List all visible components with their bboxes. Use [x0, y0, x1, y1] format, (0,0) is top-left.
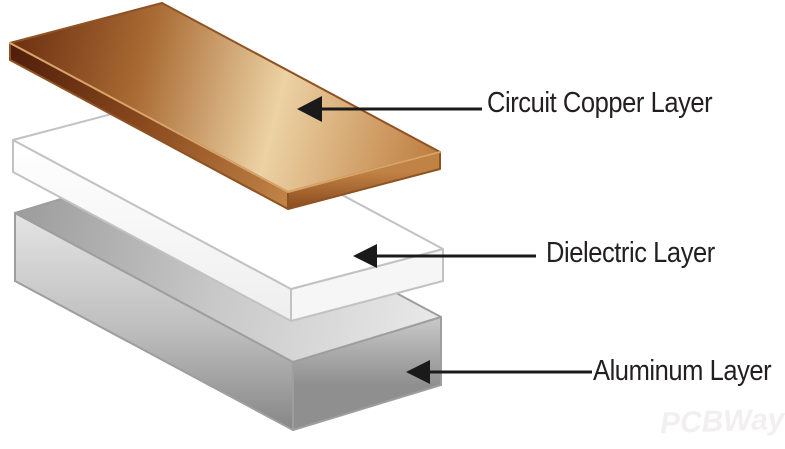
label-aluminum-layer: Aluminum Layer	[593, 355, 772, 387]
copper-layer-slab	[9, 2, 441, 210]
dielectric-callout-arrow	[353, 244, 536, 268]
label-circuit-copper-layer: Circuit Copper Layer	[487, 87, 713, 119]
aluminum-arrowhead-icon	[406, 360, 430, 384]
copper-bevel-edge	[9, 42, 441, 194]
label-dielectric-layer: Dielectric Layer	[546, 237, 715, 269]
pcbway-watermark: PCBWay	[659, 402, 785, 441]
dielectric-layer-slab	[12, 99, 444, 322]
dielectric-arrowhead-icon	[353, 244, 377, 268]
copper-callout-arrow	[297, 96, 482, 122]
aluminum-callout-arrow	[406, 360, 592, 384]
copper-arrowhead-icon	[297, 96, 322, 122]
